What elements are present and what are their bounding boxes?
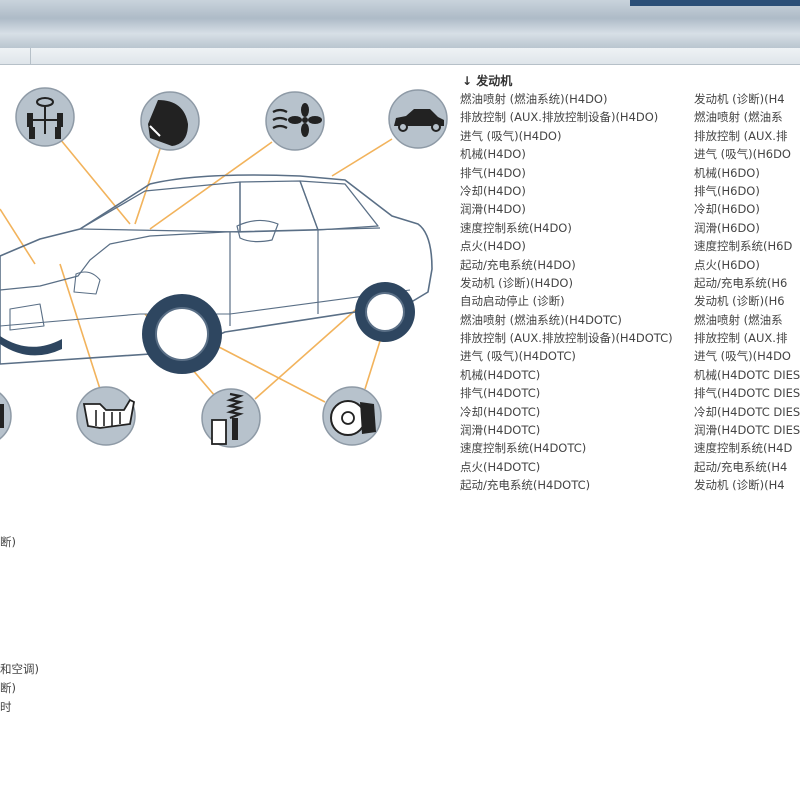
menu-item[interactable]: 润滑(H4DO) bbox=[460, 202, 526, 217]
menu-item[interactable]: 冷却(H4DO) bbox=[460, 183, 526, 198]
menu-column-right: 发动机 (诊断)(H4 燃油喷射 (燃油系排放控制 (AUX.排进气 (吸气)(H… bbox=[694, 90, 800, 495]
partial-icon[interactable] bbox=[0, 387, 12, 445]
menu-item[interactable]: 速度控制系统(H4DO) bbox=[460, 220, 572, 235]
menu-item[interactable]: 进气 (吸气)(H4DO) bbox=[460, 128, 562, 143]
menu-item[interactable]: 机械(H4DO) bbox=[460, 147, 526, 162]
menu-item[interactable]: 起动/充电系统(H6 bbox=[694, 275, 788, 290]
menu-item[interactable]: 起动/充电系统(H4DO) bbox=[460, 257, 576, 272]
left-fragment[interactable]: 断) bbox=[0, 681, 16, 695]
engine-section-title[interactable]: ↓ 发动机 bbox=[462, 74, 513, 88]
menu-item[interactable]: 点火(H4DOTC) bbox=[460, 459, 541, 474]
toolbar-strip bbox=[0, 48, 800, 65]
menu-item[interactable]: 冷却(H4DOTC) bbox=[460, 404, 541, 419]
menu-item[interactable]: 排气(H4DOTC DIES bbox=[694, 386, 800, 401]
menu-item[interactable]: 润滑(H6DO) bbox=[694, 220, 760, 235]
menu-item[interactable]: 进气 (吸气)(H6DO bbox=[694, 147, 791, 162]
brake-icon[interactable] bbox=[322, 386, 382, 446]
menu-item[interactable]: 进气 (吸气)(H4DO bbox=[694, 349, 791, 364]
menu-item[interactable]: 发动机 (诊断)(H4DO) bbox=[460, 275, 573, 290]
menu-item[interactable]: 自动启动停止 (诊断) bbox=[460, 294, 565, 309]
menu-column-left: 燃油喷射 (燃油系统)(H4DO) 排放控制 (AUX.排放控制设备)(H4DO)… bbox=[460, 90, 673, 495]
menu-item[interactable]: 润滑(H4DOTC DIES bbox=[694, 423, 800, 438]
menu-item[interactable]: 速度控制系统(H4DOTC) bbox=[460, 441, 587, 456]
menu-item[interactable]: 机械(H4DOTC) bbox=[460, 367, 541, 382]
menu-item[interactable]: 燃油喷射 (燃油系统)(H4DO) bbox=[460, 92, 608, 106]
menu-item[interactable]: 速度控制系统(H6D bbox=[694, 239, 793, 254]
menu-item[interactable]: 排放控制 (AUX.排 bbox=[694, 331, 788, 346]
menu-item[interactable]: 排气(H6DO) bbox=[694, 183, 760, 198]
menu-item[interactable]: 发动机 (诊断)(H4 bbox=[694, 92, 785, 106]
menu-item[interactable]: 燃油喷射 (燃油系统)(H4DOTC) bbox=[460, 312, 622, 327]
menu-item[interactable]: 点火(H6DO) bbox=[694, 257, 760, 272]
menu-item[interactable]: 润滑(H4DOTC) bbox=[460, 423, 541, 438]
left-fragment[interactable]: 断) bbox=[0, 535, 16, 549]
vehicle-system-diagram bbox=[0, 87, 448, 448]
menu-item[interactable]: 排放控制 (AUX.排 bbox=[694, 128, 788, 143]
menu-item[interactable]: 发动机 (诊断)(H4 bbox=[694, 478, 785, 493]
menu-item[interactable]: 燃油喷射 (燃油系 bbox=[694, 312, 783, 327]
menu-item[interactable]: 起动/充电系统(H4 bbox=[694, 459, 788, 474]
menu-item[interactable]: 点火(H4DO) bbox=[460, 239, 526, 254]
menu-item[interactable]: 机械(H6DO) bbox=[694, 165, 760, 180]
menu-item[interactable]: 排放控制 (AUX.排放控制设备)(H4DOTC) bbox=[460, 331, 673, 346]
left-fragment[interactable]: 和空调) bbox=[0, 662, 39, 676]
left-fragment[interactable]: 时 bbox=[0, 700, 12, 714]
menu-item[interactable]: 进气 (吸气)(H4DOTC) bbox=[460, 349, 576, 364]
menu-item[interactable]: 排气(H4DOTC) bbox=[460, 386, 541, 401]
seat-icon[interactable] bbox=[140, 91, 200, 151]
car-body-icon[interactable] bbox=[388, 89, 448, 149]
toolbar-divider bbox=[30, 48, 31, 64]
engine-menu: ↓ 发动机 燃油喷射 (燃油系统)(H4DO) 排放控制 (AUX.排放控制设备)… bbox=[458, 70, 800, 500]
suspension-icon[interactable] bbox=[201, 388, 261, 448]
window-title-bar bbox=[0, 0, 800, 49]
menu-item[interactable]: 速度控制系统(H4D bbox=[694, 441, 793, 456]
tires bbox=[0, 282, 415, 374]
menu-item[interactable]: 冷却(H4DOTC DIES bbox=[694, 404, 800, 419]
hvac-icon[interactable] bbox=[265, 91, 325, 151]
menu-item[interactable]: 排放控制 (AUX.排放控制设备)(H4DO) bbox=[460, 110, 659, 125]
menu-item[interactable]: 冷却(H6DO) bbox=[694, 202, 760, 217]
menu-item[interactable]: 燃油喷射 (燃油系 bbox=[694, 110, 783, 125]
steering-icon[interactable] bbox=[15, 87, 75, 147]
menu-item[interactable]: 机械(H4DOTC DIES bbox=[694, 367, 800, 382]
transmission-icon[interactable] bbox=[76, 386, 136, 446]
title-bar-accent bbox=[630, 0, 800, 6]
menu-item[interactable]: 发动机 (诊断)(H6 bbox=[694, 294, 785, 309]
menu-item[interactable]: 起动/充电系统(H4DOTC) bbox=[460, 478, 591, 493]
menu-item[interactable]: 排气(H4DO) bbox=[460, 165, 526, 180]
